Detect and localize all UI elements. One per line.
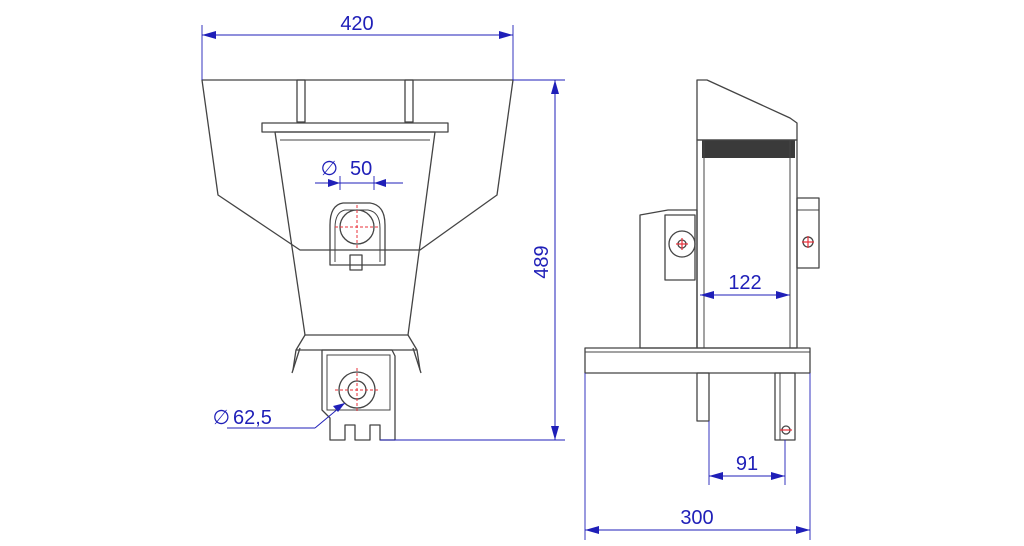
side-dark-band xyxy=(702,140,795,158)
side-main-body xyxy=(696,139,798,349)
dimension-50-label: 50 xyxy=(350,158,372,180)
dimension-62-5-label: 62,5 xyxy=(233,407,272,429)
front-slotted-hole xyxy=(329,202,386,271)
side-view xyxy=(584,79,820,441)
diameter-symbol-large: ∅ xyxy=(213,407,230,429)
side-lower-stem xyxy=(696,372,796,441)
dimension-91: 91 xyxy=(708,421,786,485)
front-flange xyxy=(261,122,449,133)
dimension-420: 420 xyxy=(201,13,514,80)
side-upper-plate xyxy=(696,79,798,141)
diameter-symbol: ∅ xyxy=(321,158,338,180)
front-bottom-legs xyxy=(291,334,422,374)
side-right-bracket xyxy=(796,197,820,269)
front-view xyxy=(201,79,514,441)
dimension-300: 300 xyxy=(584,373,811,540)
dimension-489: 489 xyxy=(380,79,565,441)
dimension-122-label: 122 xyxy=(728,272,761,294)
dimension-420-label: 420 xyxy=(340,13,373,35)
dimension-300-label: 300 xyxy=(680,507,713,529)
front-clevis-hole xyxy=(335,368,379,412)
dimension-diameter-50: ∅ 50 xyxy=(315,158,403,190)
dimension-489-label: 489 xyxy=(531,245,553,278)
side-left-bracket xyxy=(639,209,698,349)
dimension-91-label: 91 xyxy=(736,453,758,475)
dimension-diameter-62-5: ∅ 62,5 xyxy=(213,402,346,429)
dimension-122: 122 xyxy=(700,272,790,299)
front-top-lugs xyxy=(296,79,414,123)
front-clevis xyxy=(321,349,396,441)
